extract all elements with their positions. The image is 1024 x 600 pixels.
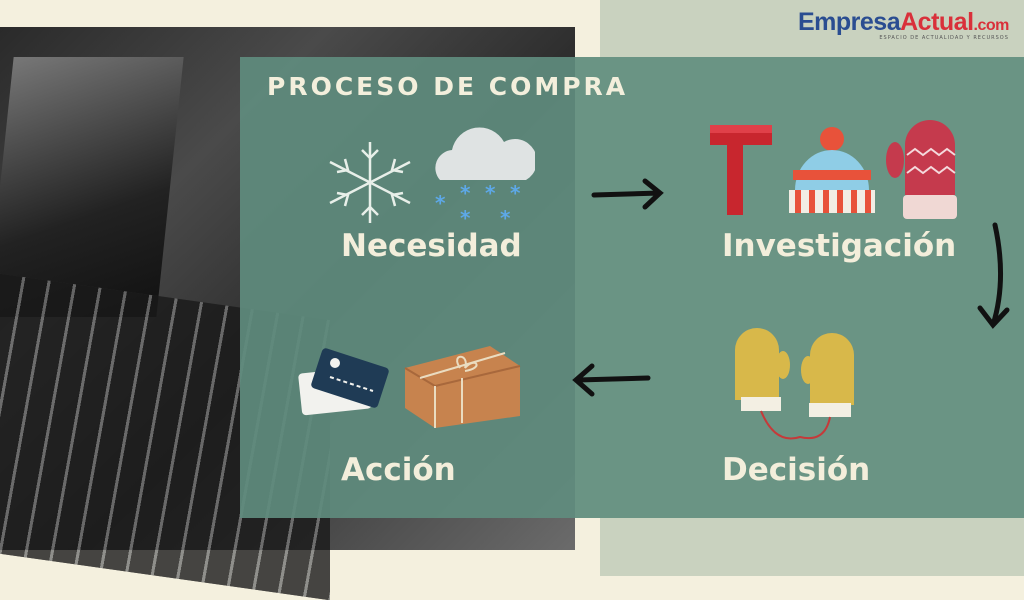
step-decision: Decisión <box>722 452 871 488</box>
logo[interactable]: EmpresaActual.com ESPACIO DE ACTUALIDAD … <box>798 8 1009 41</box>
step-accion: Acción <box>341 452 456 488</box>
arrow-down-icon <box>977 222 1010 329</box>
svg-text:*: * <box>510 181 521 205</box>
package-icon <box>404 346 521 428</box>
snowflake-icon <box>329 142 411 223</box>
logo-part1: Empresa <box>798 8 901 36</box>
mittens-icon <box>735 328 854 440</box>
scarf-icon <box>710 125 772 215</box>
svg-text:*: * <box>460 181 471 205</box>
page-title: PROCESO DE COMPRA <box>267 72 629 101</box>
logo-part2: Actual <box>900 8 974 36</box>
beanie-icon <box>789 127 875 213</box>
arrow-left-icon <box>572 363 651 397</box>
svg-text:*: * <box>485 181 496 205</box>
mitten-icon <box>886 120 957 219</box>
arrow-right-icon <box>591 178 664 210</box>
credit-cards-icon <box>298 348 389 416</box>
snow-cloud-icon: ****** <box>435 127 535 230</box>
svg-text:*: * <box>500 206 511 230</box>
svg-text:*: * <box>460 206 471 230</box>
svg-text:*: * <box>435 191 446 215</box>
logo-tagline: ESPACIO DE ACTUALIDAD Y RECURSOS <box>879 35 1009 41</box>
step-necesidad: Necesidad <box>341 228 522 264</box>
step-investigacion: Investigación <box>722 228 957 264</box>
logo-part3: .com <box>973 17 1010 34</box>
